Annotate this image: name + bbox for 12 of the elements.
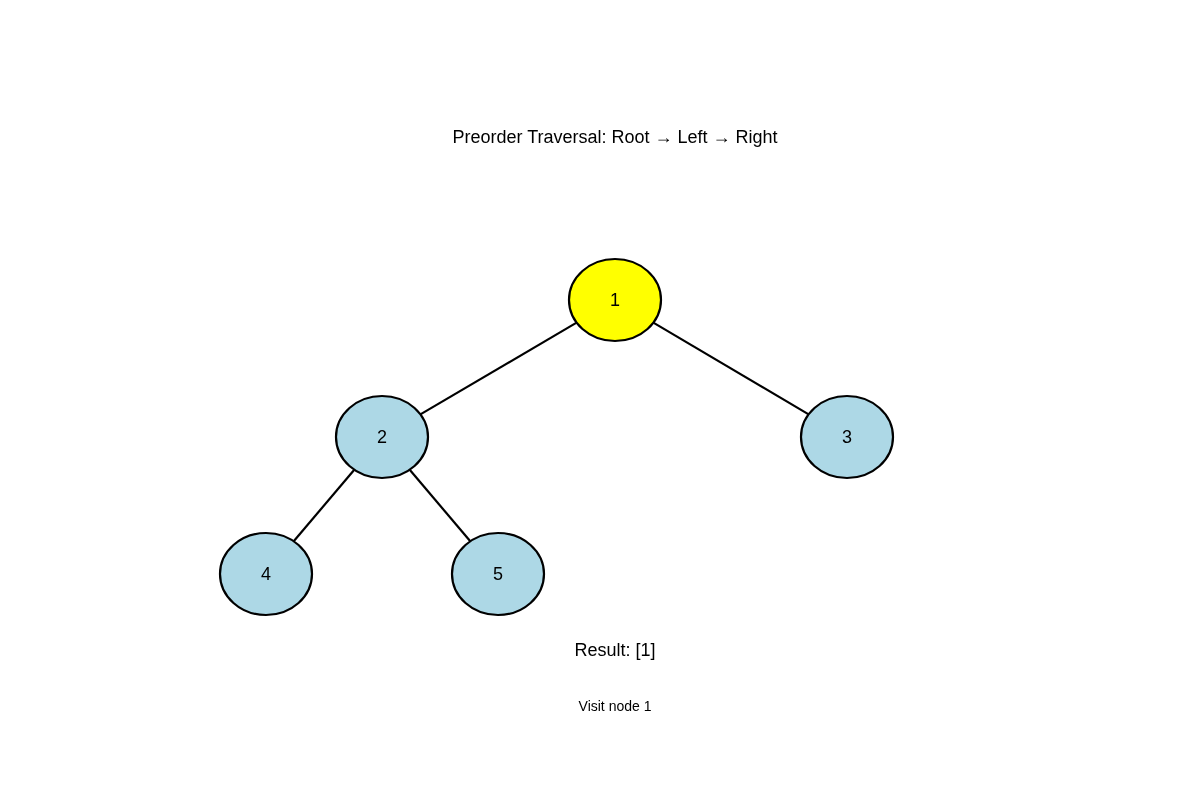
node-number: 4 [261, 563, 271, 585]
node-number: 5 [493, 563, 503, 585]
tree-edge [292, 469, 356, 542]
tree-edge [652, 321, 810, 416]
node-number: 2 [377, 426, 387, 448]
step-note: Visit node 1 [578, 698, 652, 714]
result-text: Result: [1] [574, 640, 656, 661]
tree-edge [408, 469, 472, 542]
node-number: 1 [610, 289, 620, 311]
diagram-title: Preorder Traversal: Root → Left → Right [452, 127, 778, 148]
node-number: 3 [842, 426, 852, 448]
tree-edge [419, 321, 578, 416]
